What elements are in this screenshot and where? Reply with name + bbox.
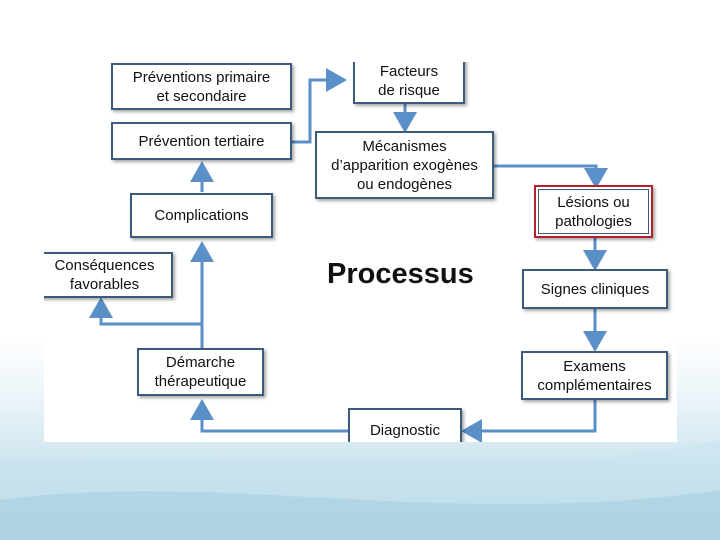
node-lesions-pathologies: Lésions ou pathologies (534, 185, 653, 238)
node-mecanismes: Mécanismes d’apparition exogènes ou endo… (315, 131, 494, 199)
node-complications: Complications (130, 193, 273, 238)
node-signes-cliniques: Signes cliniques (522, 269, 668, 309)
arrow-demarche-consequences (89, 297, 202, 326)
node-diagnostic: Diagnostic (348, 408, 462, 442)
arrow-mecanismes-lesions (494, 164, 608, 189)
arrow-layer (89, 68, 608, 442)
node-demarche-therapeutique: Démarche thérapeutique (137, 348, 264, 396)
node-consequences-favorables: Conséquences favorables (44, 252, 173, 298)
node-examens-complementaires: Examens complémentaires (521, 351, 668, 400)
diagram-title: Processus (327, 258, 474, 290)
node-prevention-tertiaire: Prévention tertiaire (111, 122, 292, 160)
node-preventions-primaire-secondaire: Préventions primaire et secondaire (111, 63, 292, 110)
process-diagram: Facteurs de risque Mécanismes d’appariti… (44, 62, 677, 442)
node-facteurs-de-risque: Facteurs de risque (353, 62, 465, 104)
arrow-diagnostic-demarche (190, 399, 349, 433)
arrow-examens-diagnostic (461, 400, 597, 442)
arrow-prevention-facteurs (292, 68, 347, 144)
